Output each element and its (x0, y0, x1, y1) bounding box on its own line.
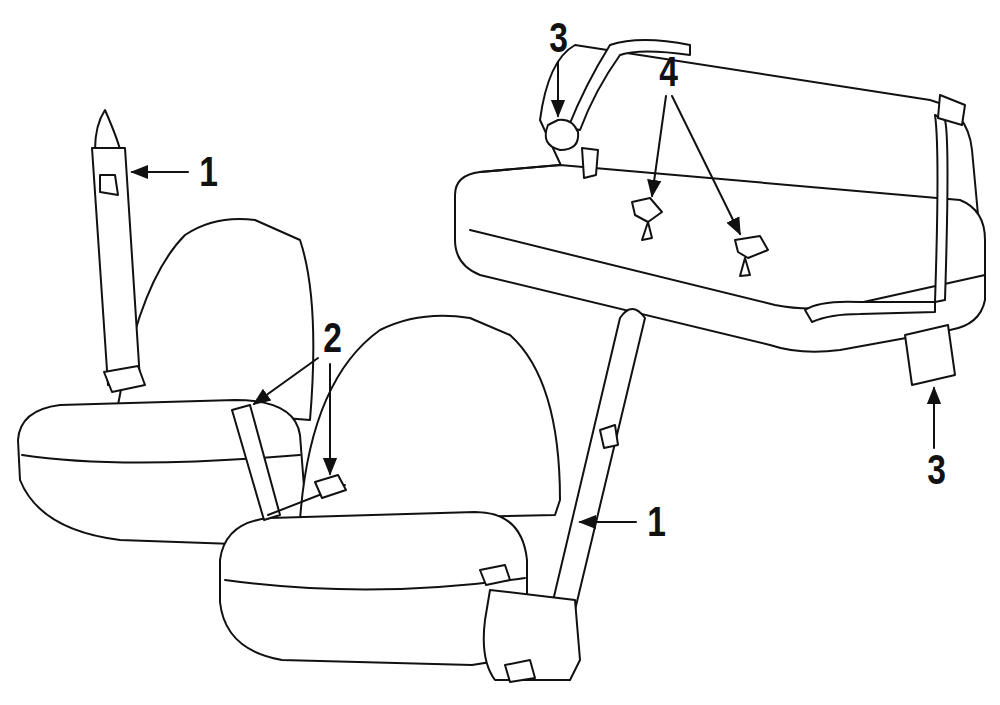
left-front-seat (18, 219, 313, 545)
seat-belt-buckle (232, 405, 346, 520)
callout-number: 1 (647, 501, 666, 543)
right-front-belt (480, 309, 645, 682)
callout-number: 4 (659, 51, 678, 93)
rear-belts (546, 40, 965, 385)
callout-number: 3 (549, 17, 568, 59)
callout-number: 1 (199, 151, 218, 193)
callout-number: 3 (927, 449, 946, 491)
rear-bench-seat (455, 45, 985, 352)
leader-lines (132, 62, 934, 522)
callout-number: 2 (323, 317, 342, 359)
left-front-belt (92, 110, 145, 392)
